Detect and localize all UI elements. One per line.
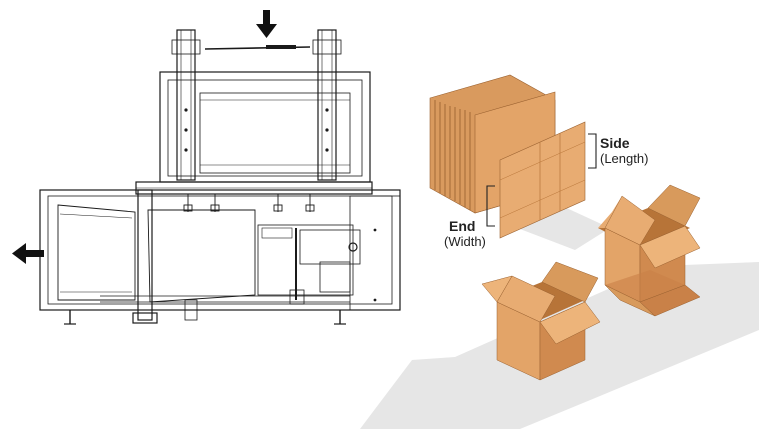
end-sublabel: (Width)	[444, 234, 486, 249]
down-arrow-icon	[256, 10, 277, 38]
dimension-callouts	[486, 133, 597, 227]
erected-case-small	[481, 261, 601, 381]
end-label: End	[449, 218, 476, 234]
case-erector-machine	[39, 29, 401, 325]
side-label: Side	[600, 135, 630, 151]
single-blank	[499, 121, 586, 239]
erected-case-large	[598, 184, 701, 317]
left-arrow-icon	[12, 243, 44, 264]
side-sublabel: (Length)	[600, 151, 649, 166]
